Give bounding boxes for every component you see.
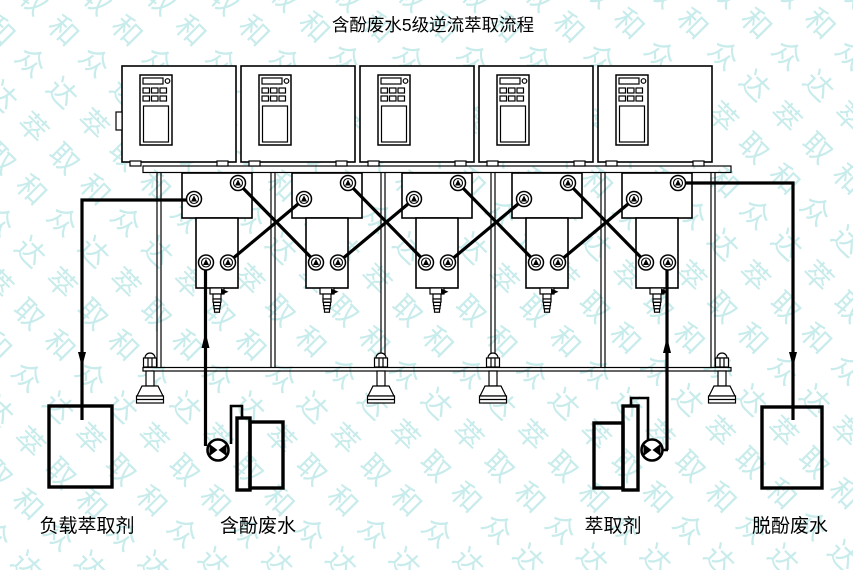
leveling-foot-3 <box>478 352 508 404</box>
control-cabinet-1 <box>121 65 237 167</box>
port-tl-stage-5 <box>625 190 643 208</box>
tank-wide-section <box>592 421 625 490</box>
tank-extractant <box>592 404 640 492</box>
port-bl-stage-4 <box>527 254 545 271</box>
extraction-units <box>181 172 693 314</box>
port-tr-stage-3 <box>449 174 467 192</box>
port-br-stage-3 <box>439 254 457 271</box>
cabinet-hinge-tab <box>115 111 123 131</box>
tank-narrow-section <box>235 416 252 492</box>
port-br-stage-1 <box>219 254 237 271</box>
cross-pipe-bottom4-to-top5 <box>556 197 636 264</box>
tank-wide-section <box>248 420 285 490</box>
control-cabinet-5 <box>597 65 713 167</box>
pump-impeller-icon <box>218 444 227 456</box>
control-cabinet-row <box>121 65 713 167</box>
port-br-stage-4 <box>549 254 567 271</box>
cross-pipe-bottom2-to-top3 <box>336 197 416 264</box>
port-tr-stage-2 <box>339 174 357 192</box>
arrow-up-icon <box>201 332 210 348</box>
label-loaded-extractant: 负载萃取剂 <box>39 515 134 537</box>
port-tl-stage-1 <box>185 190 203 208</box>
control-cabinet-3 <box>359 65 475 167</box>
arrow-down-icon <box>789 352 797 367</box>
port-bl-stage-3 <box>417 254 435 271</box>
port-br-stage-5 <box>659 254 677 271</box>
leveling-foot-1 <box>135 352 165 404</box>
pump-phenol-wastewater <box>206 438 230 462</box>
leveling-foot-4 <box>707 352 737 404</box>
port-tr-stage-4 <box>559 174 577 192</box>
arrow-up-icon <box>663 337 671 353</box>
pump-casing <box>640 438 664 462</box>
cross-pipe-bottom1-to-top2 <box>226 197 306 264</box>
pipe-dephenolized-outlet <box>678 181 795 420</box>
port-tr-stage-1 <box>229 174 247 192</box>
label-extractant: 萃取剂 <box>584 515 641 537</box>
pump-impeller-icon <box>209 444 218 456</box>
pump-extractant <box>640 438 664 462</box>
label-dephenolized-wastewater: 脱酚废水 <box>752 515 828 537</box>
pipe-loaded-extractant-outlet <box>80 198 194 420</box>
port-tr-stage-5 <box>669 174 687 192</box>
port-bl-stage-1 <box>197 254 215 271</box>
port-br-stage-2 <box>329 254 347 271</box>
port-bl-stage-2 <box>307 254 325 271</box>
top-rail <box>142 165 732 174</box>
tank-narrow-section <box>621 404 640 492</box>
pipe-pump2-suction <box>629 396 650 441</box>
bottom-rail <box>142 366 732 372</box>
pump-impeller-icon <box>652 444 661 456</box>
arrow-down-icon <box>78 352 86 367</box>
leveling-feet <box>135 352 737 404</box>
frame-verticals <box>156 172 716 367</box>
pipe-pump1-suction <box>229 404 244 444</box>
port-tl-stage-2 <box>295 190 313 208</box>
pump-impeller-icon <box>643 444 652 456</box>
cross-flow-pipes <box>226 181 648 264</box>
control-cabinet-4 <box>478 65 594 167</box>
port-tl-stage-3 <box>405 190 423 208</box>
cross-pipe-bottom3-to-top4 <box>446 197 526 264</box>
label-phenol-wastewater: 含酚废水 <box>220 515 296 537</box>
pump-casing <box>206 438 230 462</box>
leveling-foot-2 <box>366 352 396 404</box>
tank-phenol-wastewater <box>235 416 285 492</box>
port-tl-stage-4 <box>515 190 533 208</box>
diagram-title: 含酚废水5级逆流萃取流程 <box>332 15 534 35</box>
port-bl-stage-5 <box>637 254 655 271</box>
control-cabinet-2 <box>240 65 356 167</box>
